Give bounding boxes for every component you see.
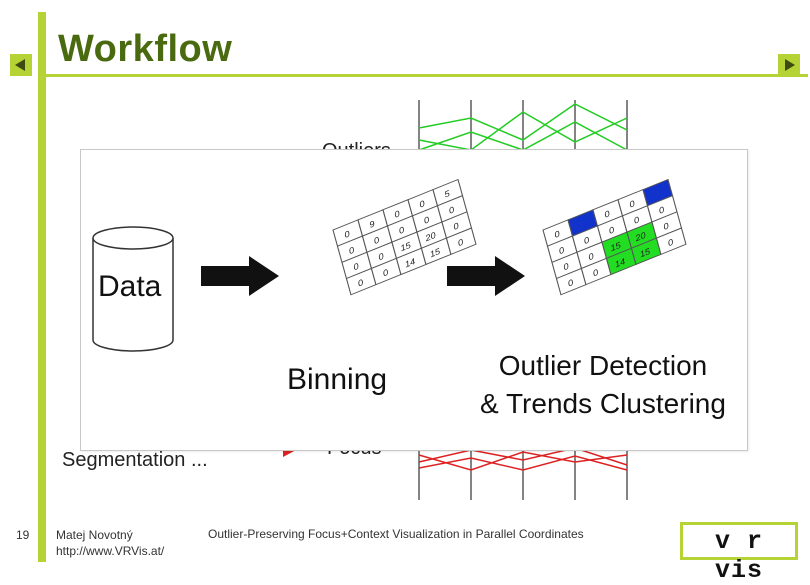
svg-text:20: 20 xyxy=(423,230,436,243)
previous-slide-button[interactable] xyxy=(10,54,32,76)
arrow-right-icon xyxy=(447,256,525,296)
logo-text: v r vis xyxy=(714,527,763,585)
svg-text:0: 0 xyxy=(583,235,590,246)
segmentation-label: Segmentation ... xyxy=(62,449,208,471)
accent-vertical-bar xyxy=(38,12,46,562)
slide-title: Workflow xyxy=(58,28,233,70)
svg-text:0: 0 xyxy=(558,245,565,256)
svg-text:0: 0 xyxy=(373,235,380,246)
svg-text:0: 0 xyxy=(377,251,384,262)
triangle-right-icon xyxy=(785,59,795,71)
focus-polylines xyxy=(418,447,628,471)
svg-text:0: 0 xyxy=(448,205,455,216)
svg-text:14: 14 xyxy=(404,256,416,269)
svg-text:15: 15 xyxy=(639,246,652,259)
svg-text:0: 0 xyxy=(398,225,405,236)
detection-label-line1: Outlier Detection xyxy=(498,350,708,381)
svg-text:0: 0 xyxy=(553,229,560,240)
svg-text:0: 0 xyxy=(658,205,665,216)
triangle-left-icon xyxy=(15,59,25,71)
svg-text:0: 0 xyxy=(662,221,669,232)
cylinder-icon xyxy=(92,226,174,352)
vrvis-logo: v r vis xyxy=(680,522,798,585)
svg-text:0: 0 xyxy=(423,215,430,226)
svg-text:0: 0 xyxy=(452,221,459,232)
svg-text:0: 0 xyxy=(562,261,569,272)
svg-text:0: 0 xyxy=(592,267,599,278)
svg-text:0: 0 xyxy=(567,277,574,288)
slide-number: 19 xyxy=(16,528,30,542)
svg-text:14: 14 xyxy=(614,256,626,269)
footer-author-block: Matej Novotný http://www.VRVis.at/ xyxy=(56,527,164,559)
detection-label-line2: & Trends Clustering xyxy=(480,388,726,419)
svg-text:20: 20 xyxy=(633,230,646,243)
binning-grid: 0 9 0 0 5 0 0 0 0 0 0 0 15 20 0 0 0 14 15 0 xyxy=(332,178,477,296)
detection-label: Outlier Detection & Trends Clustering xyxy=(458,347,748,423)
binning-label: Binning xyxy=(287,363,388,396)
svg-text:0: 0 xyxy=(628,199,635,210)
svg-text:0: 0 xyxy=(382,267,389,278)
svg-text:15: 15 xyxy=(399,240,412,253)
author-name: Matej Novotný xyxy=(56,528,133,542)
data-label: Data xyxy=(98,270,162,303)
svg-text:0: 0 xyxy=(357,277,364,288)
svg-text:15: 15 xyxy=(429,246,442,259)
svg-text:0: 0 xyxy=(393,209,400,220)
arrow-right-icon xyxy=(201,256,279,296)
svg-text:0: 0 xyxy=(667,237,674,248)
footer-presentation-title: Outlier-Preserving Focus+Context Visuali… xyxy=(208,527,584,541)
svg-text:0: 0 xyxy=(633,215,640,226)
svg-text:0: 0 xyxy=(348,245,355,256)
svg-text:0: 0 xyxy=(603,209,610,220)
svg-text:5: 5 xyxy=(443,188,451,199)
svg-text:0: 0 xyxy=(457,237,464,248)
svg-text:0: 0 xyxy=(352,261,359,272)
svg-text:0: 0 xyxy=(608,225,615,236)
author-url[interactable]: http://www.VRVis.at/ xyxy=(56,544,165,558)
svg-text:15: 15 xyxy=(609,240,622,253)
svg-text:0: 0 xyxy=(418,199,425,210)
svg-text:9: 9 xyxy=(368,219,375,230)
accent-horizontal-bar xyxy=(38,74,808,77)
next-slide-button[interactable] xyxy=(778,54,800,76)
clustered-grid: 0 0 0 0 0 0 0 0 0 0 15 20 0 0 0 14 15 0 xyxy=(542,178,687,296)
svg-text:0: 0 xyxy=(587,251,594,262)
svg-text:0: 0 xyxy=(343,229,350,240)
